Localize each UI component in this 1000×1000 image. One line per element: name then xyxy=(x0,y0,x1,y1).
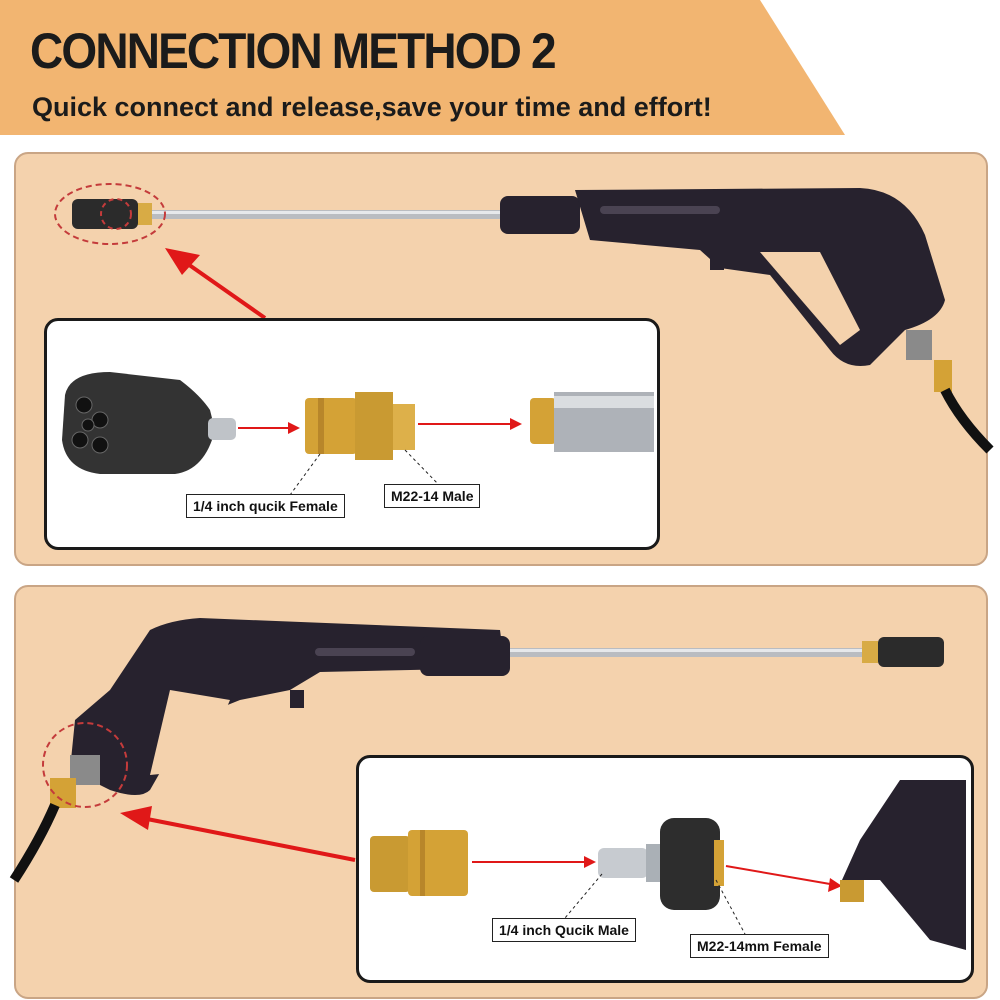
page-title: CONNECTION METHOD 2 xyxy=(30,23,557,79)
label-quick-female: 1/4 inch qucik Female xyxy=(186,494,345,518)
label-quick-male: 1/4 inch Qucik Male xyxy=(492,918,636,942)
quick-female-coupler xyxy=(408,830,468,896)
wand-brass-end xyxy=(530,398,556,444)
highlight-circle xyxy=(42,722,128,808)
nozzle-icon xyxy=(72,199,138,229)
label-m22-male: M22-14 Male xyxy=(384,484,481,508)
wand-rod xyxy=(150,210,510,219)
nozzle-icon xyxy=(878,637,944,667)
banner-shape xyxy=(0,0,845,135)
quick-male-plug xyxy=(208,418,236,440)
arrow-head xyxy=(120,806,152,830)
label-m22-female: M22-14mm Female xyxy=(690,934,829,958)
arrow-head xyxy=(165,248,200,275)
quick-male-plug xyxy=(598,848,648,878)
wand-rod xyxy=(510,648,865,657)
page-subtitle: Quick connect and release,save your time… xyxy=(32,92,712,122)
m22-female-nut xyxy=(660,818,720,910)
gun-body xyxy=(70,618,505,795)
highlight-circle xyxy=(54,183,166,245)
brass-tip xyxy=(136,203,152,225)
mini-gun-handle xyxy=(842,780,966,950)
header-banner: CONNECTION METHOD 2 Quick connect and re… xyxy=(0,0,1000,140)
m22-male-thread xyxy=(370,836,410,892)
